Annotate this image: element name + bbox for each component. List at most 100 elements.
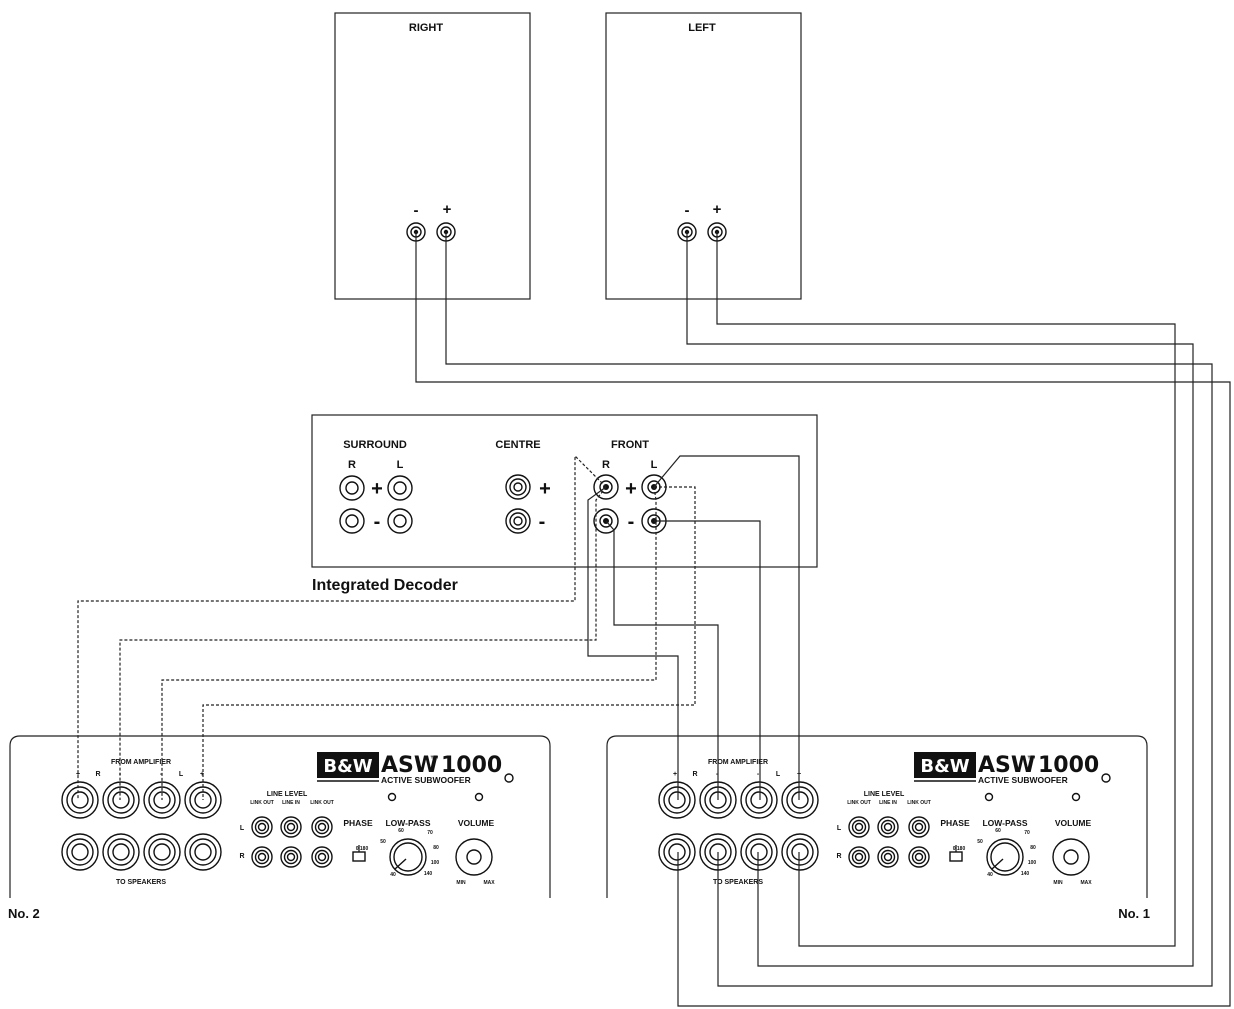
line-level-l-jack-2[interactable] — [280, 816, 302, 838]
decoder-centre-plus-terminal[interactable] — [505, 474, 531, 500]
volume-min-label: MIN — [456, 880, 466, 886]
phase-values: 0 180 — [356, 846, 369, 852]
speaker-right-cabinet — [334, 12, 531, 300]
line-level-sublabel: LINK OUT — [907, 800, 931, 806]
speaker-left: LEFT - + — [605, 12, 802, 300]
low-pass-tick: 140 — [424, 871, 433, 877]
low-pass-label: LOW-PASS — [982, 818, 1027, 828]
low-pass-tick: 140 — [1021, 871, 1030, 877]
model-subtitle: ACTIVE SUBWOOFER — [978, 775, 1068, 785]
decoder-surround-plus-sign: + — [371, 478, 383, 500]
volume-indicator — [474, 792, 484, 802]
wire-sub1-out-right-minus — [415, 232, 1231, 1007]
line-level-r-jack-3[interactable] — [908, 846, 930, 868]
to-speakers-terminal-1[interactable] — [61, 833, 99, 871]
phase-values: 0 180 — [953, 846, 966, 852]
decoder-centre-plus-sign: + — [539, 478, 551, 500]
amp-polarity-label: - — [716, 771, 719, 778]
low-pass-tick: 50 — [977, 839, 983, 845]
from-amplifier-terminal-1[interactable] — [658, 781, 696, 819]
wire-sub1-out-left-plus — [716, 232, 1176, 947]
integrated-decoder: Integrated Decoder SURROUND CENTRE FRONT… — [311, 414, 818, 594]
to-speakers-label: TO SPEAKERS — [116, 879, 166, 886]
decoder-surround-l-plus-terminal[interactable] — [387, 475, 413, 501]
to-speakers-terminal-3[interactable] — [740, 833, 778, 871]
volume-indicator — [1071, 792, 1081, 802]
speaker-right-minus-label: - — [414, 202, 419, 219]
line-level-r-jack-3[interactable] — [311, 846, 333, 868]
trademark-mark: ™ — [1027, 754, 1036, 764]
to-speakers-terminal-4[interactable] — [781, 833, 819, 871]
line-level-r-jack-1[interactable] — [848, 846, 870, 868]
from-amplifier-terminal-2[interactable] — [102, 781, 140, 819]
speaker-left-plus-label: + — [713, 201, 722, 218]
low-pass-pointer — [394, 858, 407, 870]
phase-switch[interactable] — [352, 851, 366, 862]
volume-label: VOLUME — [458, 818, 495, 828]
decoder-surround-label: SURROUND — [343, 439, 407, 451]
amp-polarity-label: L — [776, 771, 781, 778]
decoder-to-sub1-wires — [587, 455, 800, 800]
speaker-right-plus-label: + — [443, 201, 452, 218]
low-pass-tick: 40 — [987, 872, 993, 878]
wire-sub1-out-left-minus — [686, 232, 1194, 967]
to-speakers-terminal-3[interactable] — [143, 833, 181, 871]
decoder-surround-r-minus-terminal[interactable] — [339, 508, 365, 534]
line-level-row-r: R — [836, 853, 841, 860]
link-wire-a — [77, 454, 607, 800]
decoder-front-l: L — [651, 459, 658, 471]
volume-label: VOLUME — [1055, 818, 1092, 828]
speaker-left-title: LEFT — [688, 22, 716, 34]
trademark-mark: ™ — [430, 754, 439, 764]
phase-label: PHASE — [940, 818, 970, 828]
speaker-wires — [415, 232, 1231, 1007]
phase-label: PHASE — [343, 818, 373, 828]
wire-front-r-plus-to-sub1 — [587, 486, 679, 800]
decoder-surround-r-plus-terminal[interactable] — [339, 475, 365, 501]
brand-logo: B&W — [323, 756, 372, 777]
amp-polarity-label: + — [76, 771, 80, 778]
to-speakers-terminal-4[interactable] — [184, 833, 222, 871]
to-speakers-terminal-2[interactable] — [102, 833, 140, 871]
line-level-l-jack-1[interactable] — [848, 816, 870, 838]
decoder-centre-minus-sign: - — [539, 511, 546, 533]
line-level-r-jack-2[interactable] — [877, 846, 899, 868]
decoder-front-r: R — [602, 459, 610, 471]
line-level-l-jack-1[interactable] — [251, 816, 273, 838]
subwoofer-panel — [9, 735, 551, 898]
from-amplifier-terminal-3[interactable] — [740, 781, 778, 819]
decoder-front-label: FRONT — [611, 439, 649, 451]
line-level-r-jack-2[interactable] — [280, 846, 302, 868]
line-level-sublabel: LINK OUT — [310, 800, 334, 806]
phase-switch[interactable] — [949, 851, 963, 862]
line-level-r-jack-1[interactable] — [251, 846, 273, 868]
low-pass-tick: 80 — [433, 845, 439, 851]
from-amplifier-label: FROM AMPLIFIER — [708, 759, 768, 766]
wire-front-l-minus-to-sub1 — [654, 520, 761, 800]
line-level-l-jack-3[interactable] — [311, 816, 333, 838]
decoder-front-minus-sign: - — [628, 511, 635, 533]
wire-front-r-minus-to-sub1 — [605, 520, 719, 800]
to-speakers-terminal-1[interactable] — [658, 833, 696, 871]
volume-knob-center — [466, 849, 482, 865]
from-amplifier-terminal-4[interactable] — [781, 781, 819, 819]
volume-min-label: MIN — [1053, 880, 1063, 886]
low-pass-label: LOW-PASS — [385, 818, 430, 828]
low-pass-indicator — [984, 792, 994, 802]
decoder-surround-l-minus-terminal[interactable] — [387, 508, 413, 534]
brand-logo-block — [914, 752, 976, 778]
amp-polarity-label: + — [673, 771, 677, 778]
model-name: ASW — [381, 753, 438, 778]
from-amplifier-terminal-1[interactable] — [61, 781, 99, 819]
decoder-centre-minus-terminal[interactable] — [505, 508, 531, 534]
line-level-l-jack-2[interactable] — [877, 816, 899, 838]
line-level-l-jack-3[interactable] — [908, 816, 930, 838]
power-indicator — [1101, 773, 1111, 783]
low-pass-tick: 70 — [427, 830, 433, 836]
model-subtitle: ACTIVE SUBWOOFER — [381, 775, 471, 785]
link-wire-c — [161, 486, 657, 800]
speaker-left-cabinet — [605, 12, 802, 300]
